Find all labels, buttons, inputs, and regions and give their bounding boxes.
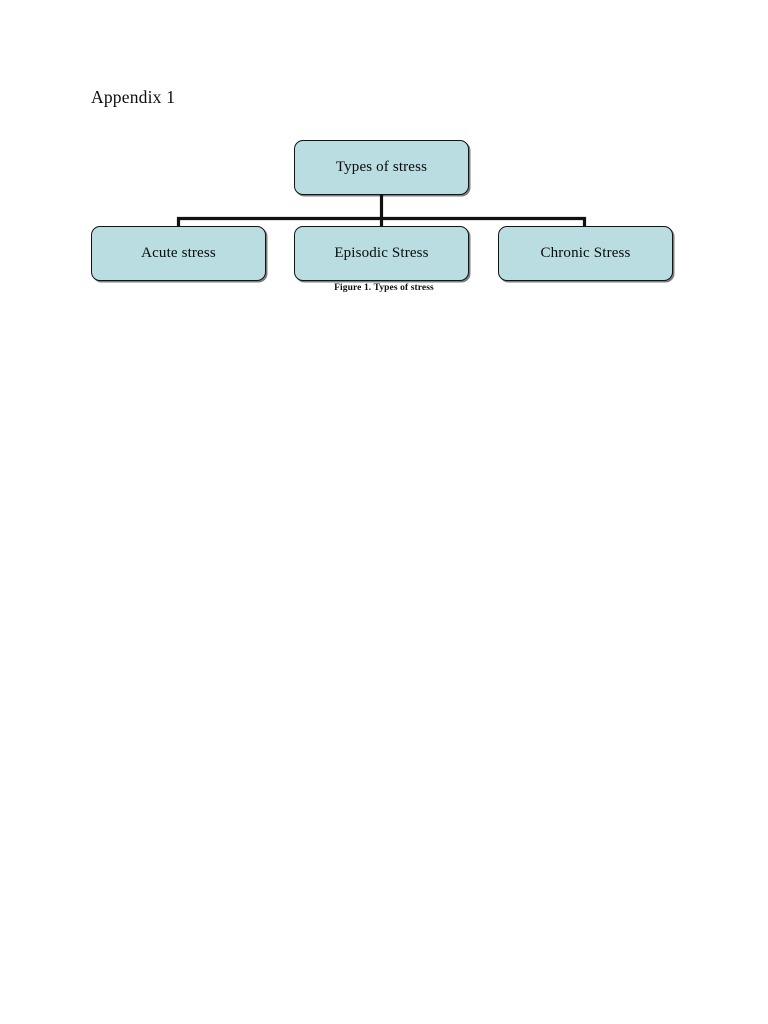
node-types-of-stress[interactable]: Types of stress (294, 140, 469, 195)
node-label: Episodic Stress (334, 245, 429, 261)
node-chronic-stress[interactable]: Chronic Stress (498, 226, 673, 281)
node-acute-stress[interactable]: Acute stress (91, 226, 266, 281)
connector-lines (176, 195, 587, 227)
stress-types-diagram: Types of stress Acute stress Episodic St… (0, 0, 768, 310)
node-label: Acute stress (141, 245, 216, 261)
node-episodic-stress[interactable]: Episodic Stress (294, 226, 469, 281)
figure-caption: Figure 1. Types of stress (334, 283, 434, 293)
node-label: Types of stress (335, 159, 428, 175)
node-label: Chronic Stress (540, 245, 631, 261)
page-title: Appendix 1 (91, 87, 176, 107)
